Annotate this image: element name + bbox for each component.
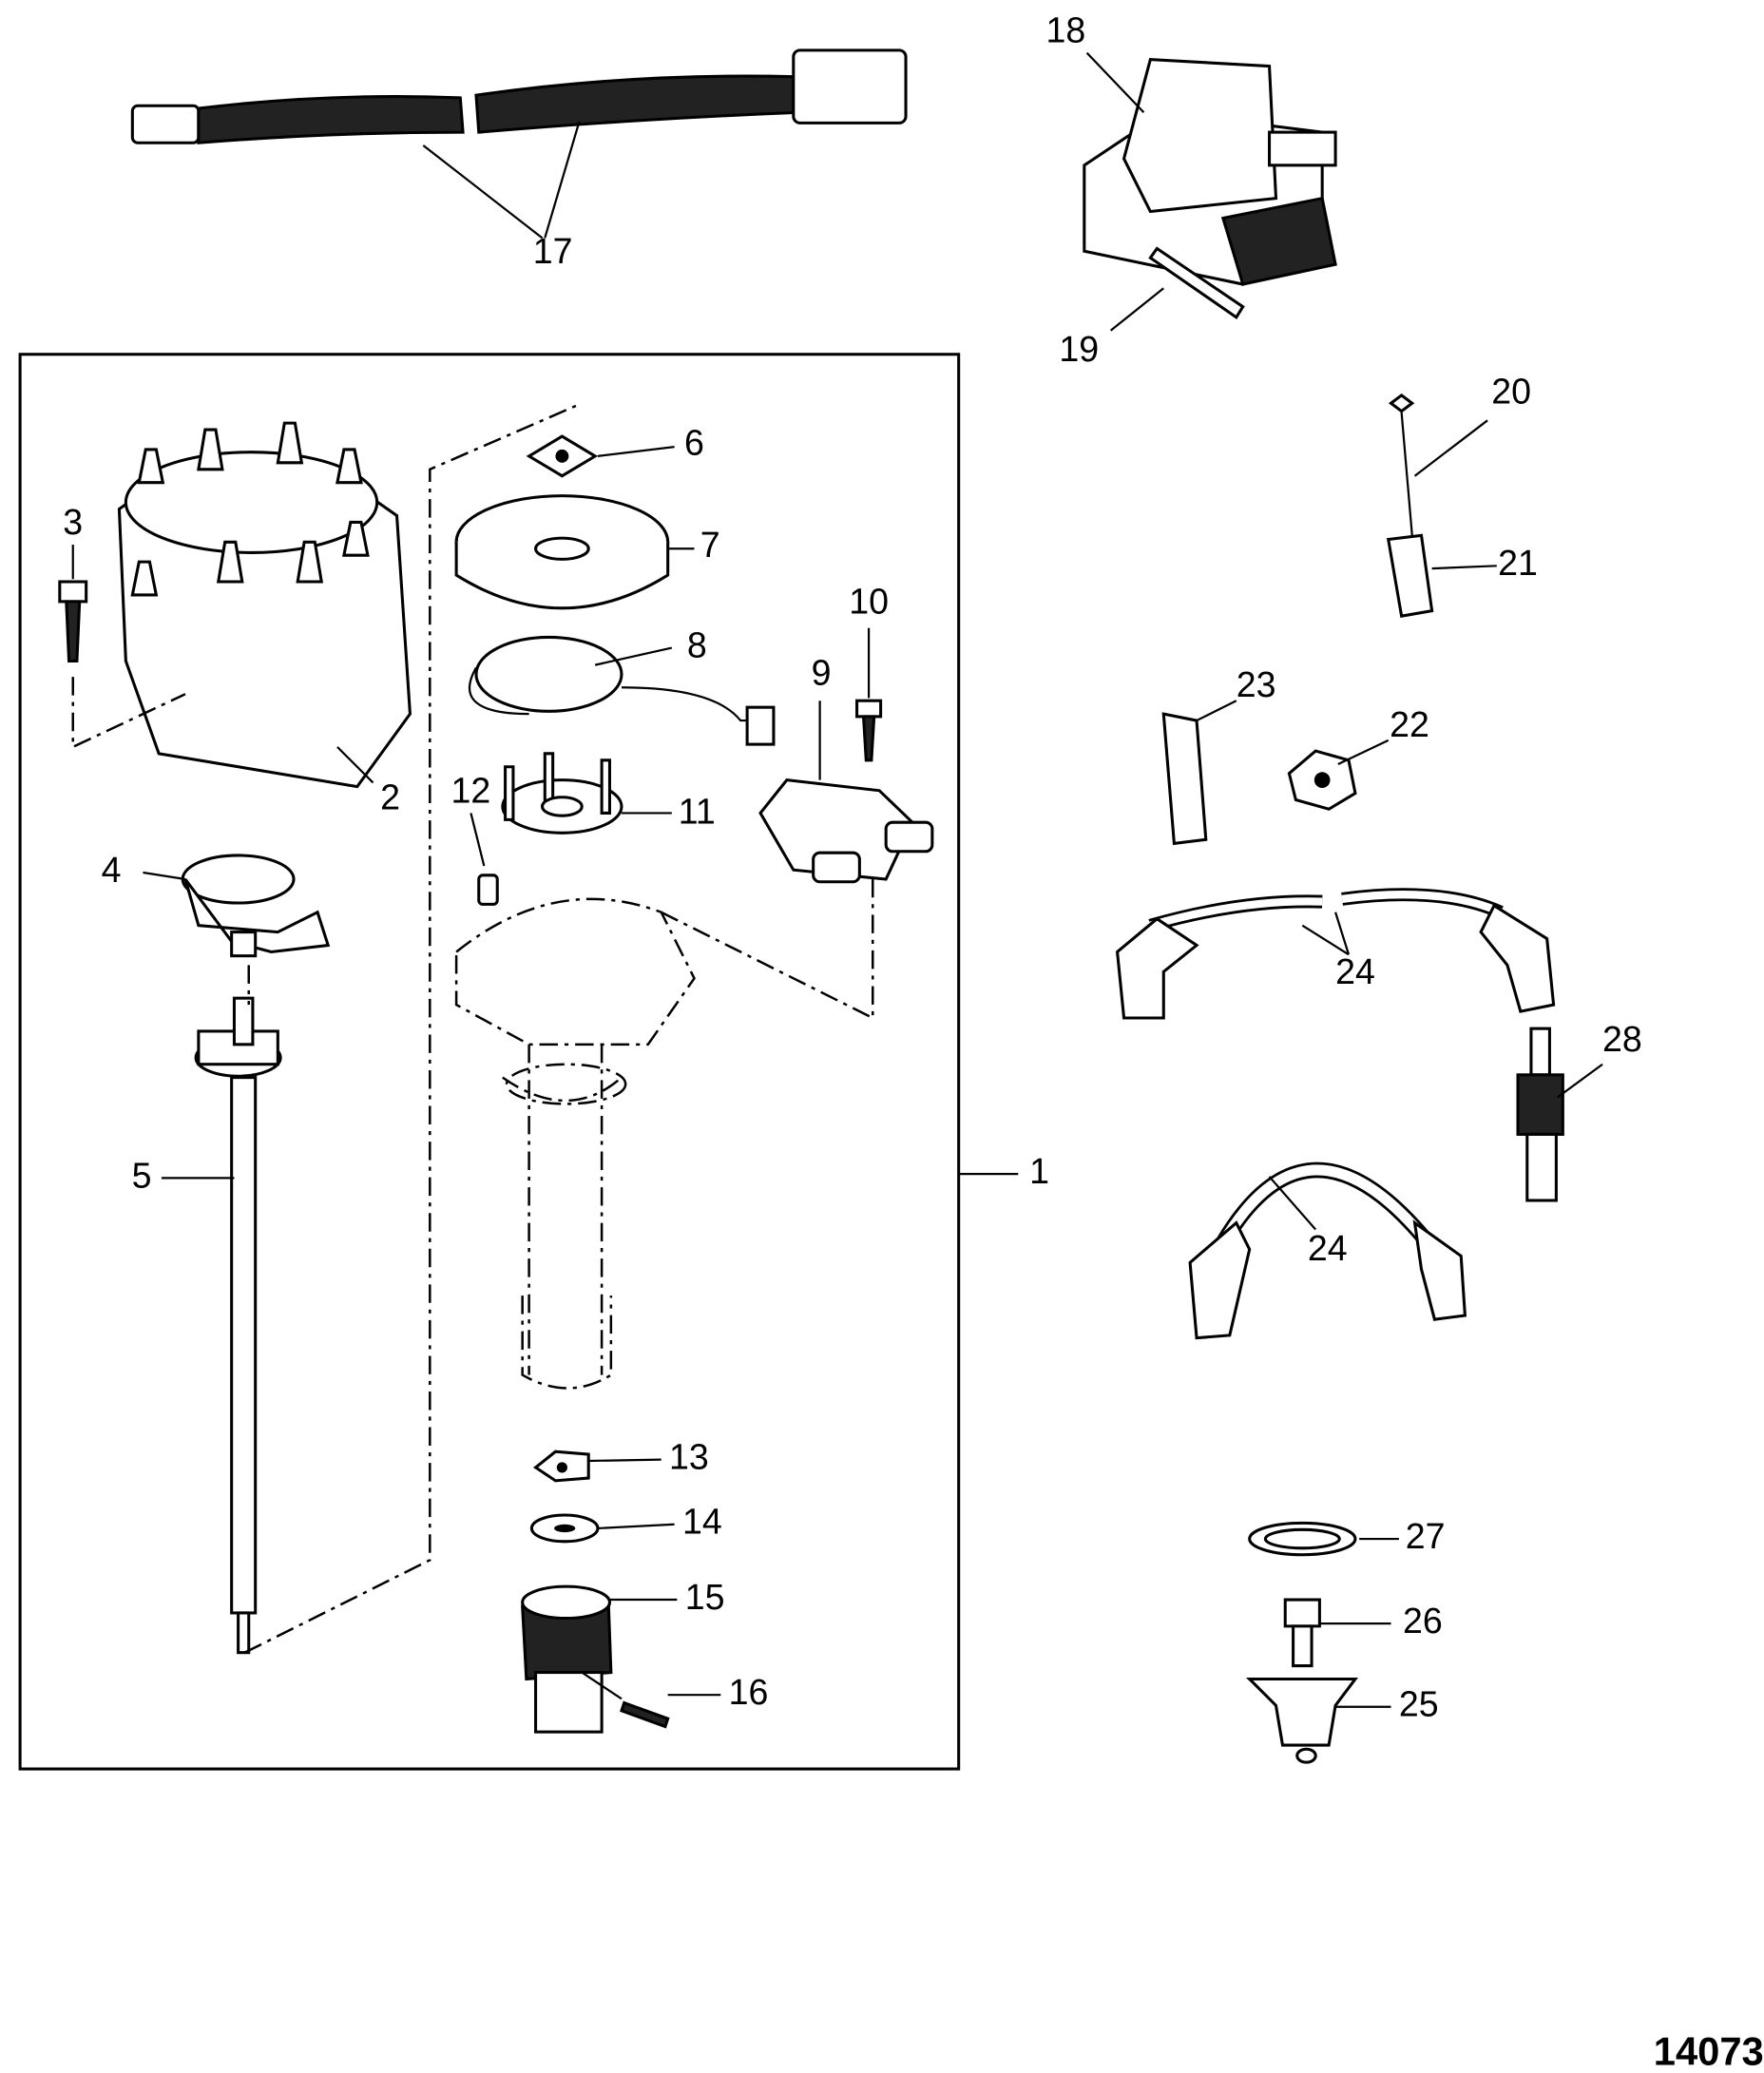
- part-8-pickup-coil: [468, 635, 776, 746]
- callout-19: 19: [1059, 329, 1099, 369]
- part-24-spark-plug-wire: [1115, 888, 1556, 1020]
- callout-8: 8: [687, 624, 707, 664]
- callout-26: 26: [1403, 1601, 1443, 1641]
- part-11-retainer: [501, 752, 623, 835]
- callout-3: 3: [63, 502, 83, 542]
- part-4-rotor: [181, 854, 331, 958]
- callout-4: 4: [102, 850, 122, 890]
- callout-18: 18: [1045, 10, 1085, 50]
- callout-27: 27: [1406, 1516, 1446, 1556]
- part-7-pole-piece: [454, 494, 670, 610]
- part-20-21-clip: [1386, 393, 1434, 618]
- part-15-gear: [521, 1584, 613, 1734]
- callout-13: 13: [669, 1437, 709, 1477]
- part-14-washer: [529, 1513, 600, 1544]
- callout-24b: 24: [1308, 1228, 1348, 1268]
- part-25-bracket: [1245, 1677, 1359, 1764]
- callout-7: 7: [700, 525, 720, 565]
- callout-15: 15: [685, 1577, 725, 1617]
- callout-17: 17: [533, 231, 573, 271]
- part-5-shaft: [194, 996, 282, 1655]
- callout-16: 16: [729, 1672, 769, 1712]
- callout-1: 1: [1029, 1151, 1049, 1191]
- callout-28: 28: [1602, 1019, 1642, 1059]
- part-9-module: [758, 778, 934, 884]
- part-6-gasket: [526, 434, 599, 478]
- callout-6: 6: [684, 423, 704, 463]
- part-22-retainer: [1287, 749, 1357, 811]
- callout-21: 21: [1498, 543, 1538, 583]
- part-27-washer: [1248, 1521, 1357, 1557]
- part-2-distributor-cap: [117, 421, 412, 789]
- part-13-retainer: [532, 1449, 590, 1483]
- part-24-spark-plug-boot-wire: [1188, 1161, 1467, 1340]
- part-12-pin: [477, 873, 499, 906]
- callout-24a: 24: [1335, 951, 1375, 991]
- part-16-roll-pin: [620, 1700, 670, 1729]
- callout-9: 9: [812, 653, 832, 693]
- callout-labels: 1 2 3 4 5 6 7 8 9 10 11 12 13 14 15 16 1…: [63, 10, 1642, 1724]
- figure-number: 14073: [1654, 2029, 1764, 2073]
- callout-11: 11: [679, 792, 716, 832]
- part-3-screw: [58, 580, 88, 663]
- part-28-spark-plug: [1516, 1027, 1564, 1202]
- callout-5: 5: [132, 1155, 152, 1195]
- part-23-clip: [1161, 712, 1208, 846]
- callout-2: 2: [380, 777, 400, 816]
- part-10-screw: [855, 699, 883, 762]
- callout-14: 14: [682, 1502, 722, 1542]
- callout-25: 25: [1399, 1684, 1439, 1724]
- callout-10: 10: [849, 582, 889, 622]
- callout-22: 22: [1390, 704, 1429, 744]
- part-26-bolt: [1283, 1598, 1321, 1668]
- callout-12: 12: [451, 770, 491, 810]
- distributor-assembly-box: [18, 353, 961, 1771]
- callout-20: 20: [1491, 371, 1531, 411]
- callout-23: 23: [1237, 664, 1276, 704]
- part-19-screw: [1148, 246, 1245, 319]
- part-17-wiring-harness: [130, 48, 908, 144]
- distributor-housing: [454, 873, 874, 1390]
- part-18-ignition-coil: [1083, 57, 1337, 286]
